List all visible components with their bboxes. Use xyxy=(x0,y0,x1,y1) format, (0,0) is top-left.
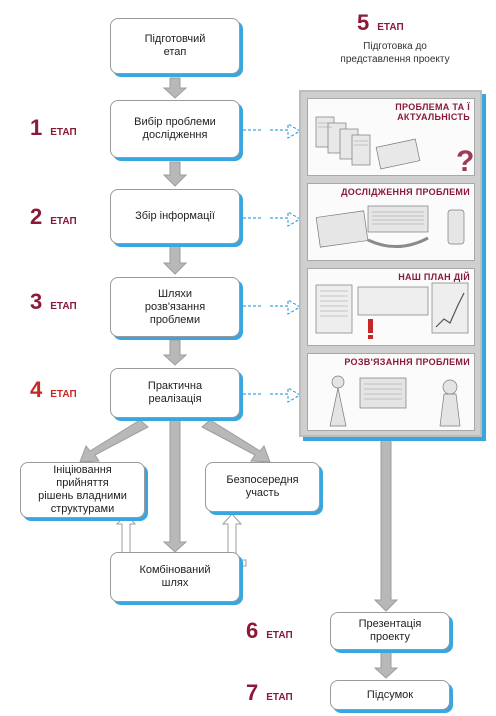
card-problem-relevance: ? ПРОБЛЕМА ТА Ї АКТУАЛЬНІСТЬ xyxy=(307,98,475,176)
arrow-ways-to-practice xyxy=(162,339,188,366)
stage-number: 7 xyxy=(246,680,259,705)
card-action-plan: НАШ ПЛАН ДІЙ xyxy=(307,268,475,346)
stage-number: 1 xyxy=(30,115,43,140)
stage-3-label: 3 ЕТАП xyxy=(30,289,77,315)
box-preparatory: Підготовчий етап xyxy=(110,18,240,74)
stage-4-label: 4 ЕТАП xyxy=(30,377,77,403)
stage-word: ЕТАП xyxy=(50,127,77,138)
card-title: ПРОБЛЕМА ТА Ї АКТУАЛЬНІСТЬ xyxy=(395,102,470,122)
stage-word: ЕТАП xyxy=(266,630,293,641)
arrow-practice-to-initiate xyxy=(79,419,149,463)
stage-word: ЕТАП xyxy=(266,692,293,703)
research-illustration xyxy=(315,205,465,249)
stage-number: 3 xyxy=(30,289,43,314)
stage-1-label: 1 ЕТАП xyxy=(30,115,77,141)
stage-7-label: 7 ЕТАП xyxy=(246,680,293,706)
stage-word: ЕТАП xyxy=(50,301,77,312)
box-presentation: Презентація проекту xyxy=(330,612,450,650)
arrow-choice-to-collect xyxy=(162,161,188,187)
card-title: НАШ ПЛАН ДІЙ xyxy=(398,272,470,282)
stage-number: 6 xyxy=(246,618,259,643)
stage-number: 2 xyxy=(30,204,43,229)
documents-illustration: ? xyxy=(315,116,474,176)
arrow-panel-to-presentation xyxy=(373,436,399,612)
arrow-collect-to-ways xyxy=(162,245,188,275)
stage-number: 5 xyxy=(357,10,370,35)
card-title: РОЗВ'ЯЗАННЯ ПРОБЛЕМИ xyxy=(344,357,470,367)
plan-illustration xyxy=(315,282,469,339)
stage5-panel: ? ПРОБЛЕМА ТА Ї АКТУАЛЬНІСТЬ ДОСЛІДЖЕННЯ… xyxy=(299,90,482,437)
stage-2-label: 2 ЕТАП xyxy=(30,204,77,230)
dash-arrow-4 xyxy=(243,386,302,404)
stage-word: ЕТАП xyxy=(50,389,77,400)
dash-arrow-3 xyxy=(243,298,302,316)
box-ways: Шляхи розв'язання проблеми xyxy=(110,277,240,337)
box-initiate: Ініціювання прийняття рішень владними ст… xyxy=(20,462,145,518)
stage-6-label: 6 ЕТАП xyxy=(246,618,293,644)
solution-illustration xyxy=(329,375,461,427)
arrow-practice-to-combined xyxy=(162,419,188,553)
svg-text:?: ? xyxy=(456,145,474,176)
box-summary: Підсумок xyxy=(330,680,450,710)
arrow-presentation-to-summary xyxy=(373,651,399,679)
dash-arrow-2 xyxy=(243,210,302,228)
dash-arrow-1 xyxy=(243,122,302,140)
stage-5-label: 5 ЕТАП xyxy=(357,10,404,36)
stage-number: 4 xyxy=(30,377,43,402)
arrow-practice-to-direct xyxy=(201,419,271,463)
box-practice: Практична реалізація xyxy=(110,368,240,418)
box-collect: Збір інформації xyxy=(110,189,240,244)
card-solution: РОЗВ'ЯЗАННЯ ПРОБЛЕМИ xyxy=(307,353,475,431)
box-direct: Безпосередня участь xyxy=(205,462,320,512)
box-choice: Вибір проблеми дослідження xyxy=(110,100,240,158)
card-title: ДОСЛІДЖЕННЯ ПРОБЛЕМИ xyxy=(341,187,470,197)
stage-word: ЕТАП xyxy=(50,216,77,227)
card-research: ДОСЛІДЖЕННЯ ПРОБЛЕМИ xyxy=(307,183,475,261)
box-combined: Комбінований шлях xyxy=(110,552,240,602)
arrow-prep-to-choice xyxy=(162,77,188,99)
stage-word: ЕТАП xyxy=(377,22,404,33)
stage5-subtitle: Підготовка до представлення проекту xyxy=(340,41,450,65)
